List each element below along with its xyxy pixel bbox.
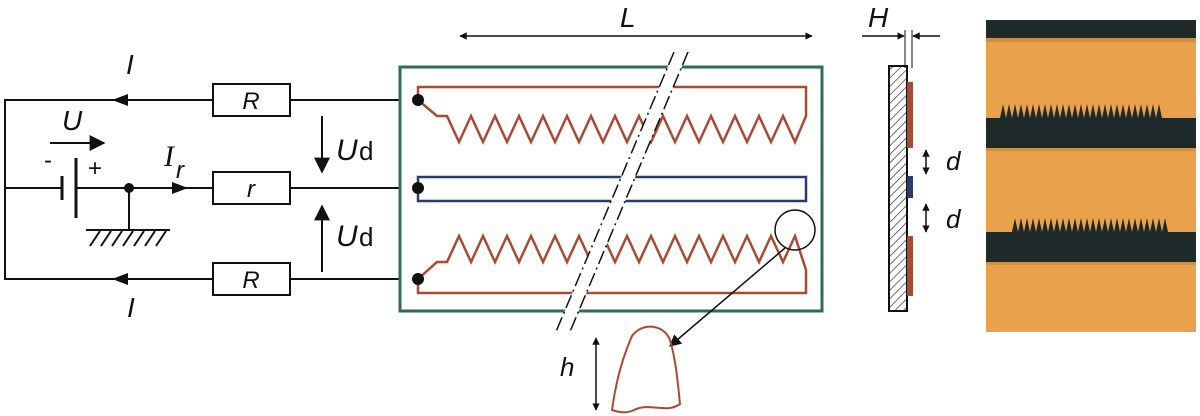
circuit xyxy=(4,99,418,280)
sensor-frame xyxy=(398,65,824,313)
photo-stripe-top xyxy=(986,20,1196,38)
break-band xyxy=(555,52,688,334)
battery-plus-label: + xyxy=(88,155,102,182)
wire-top-left xyxy=(4,99,213,280)
current-top-label: I xyxy=(126,49,134,80)
ground-icon xyxy=(86,188,170,247)
ud-bottom-label: U xyxy=(336,220,358,253)
electrode-cross-top xyxy=(907,82,913,148)
battery-icon xyxy=(60,158,78,218)
resistor-top xyxy=(212,83,291,117)
terminal-dot-mid xyxy=(412,182,424,194)
current-arrow-bottom xyxy=(112,273,128,285)
ref-current-label: I xyxy=(163,140,176,173)
terminal-dot-top xyxy=(412,94,424,106)
ud-top-label: U xyxy=(336,134,358,167)
resistor-bottom xyxy=(212,262,291,296)
current-bottom-label: I xyxy=(127,292,135,323)
photo-stripe-lower xyxy=(986,218,1196,262)
ud-top-sub: d xyxy=(359,136,373,166)
current-arrow-mid xyxy=(172,182,188,194)
electrode-bottom xyxy=(416,232,808,295)
gap-bottom-label: d xyxy=(946,204,962,234)
resistor-top-label: R xyxy=(242,88,259,115)
detail-pointer xyxy=(669,247,786,347)
ud-bottom-sub: d xyxy=(359,222,373,252)
gap-top-label: d xyxy=(946,146,962,176)
electrode-cross-ref xyxy=(907,176,913,198)
battery-minus-label: - xyxy=(44,147,52,174)
micrograph-photo xyxy=(986,20,1196,332)
resistor-bottom-label: R xyxy=(242,267,259,294)
detail-circle xyxy=(774,209,816,251)
break-line-right xyxy=(568,51,689,335)
ref-current-sub: r xyxy=(176,157,185,184)
photo-stripe-middle xyxy=(986,104,1196,148)
current-arrow-top xyxy=(112,94,128,106)
tooth-detail xyxy=(610,325,682,414)
substrate-cross-section xyxy=(888,65,908,312)
terminal-dot-bottom xyxy=(412,273,424,285)
electrode-top xyxy=(416,85,808,146)
height-label: h xyxy=(560,352,574,382)
resistor-mid-label: r xyxy=(247,176,256,203)
voltage-label: U xyxy=(62,105,83,136)
electrode-cross-bottom xyxy=(907,236,913,296)
thickness-label: H xyxy=(868,2,889,33)
length-label: L xyxy=(620,2,636,33)
resistor-mid xyxy=(212,171,291,205)
break-line-left xyxy=(554,51,675,335)
